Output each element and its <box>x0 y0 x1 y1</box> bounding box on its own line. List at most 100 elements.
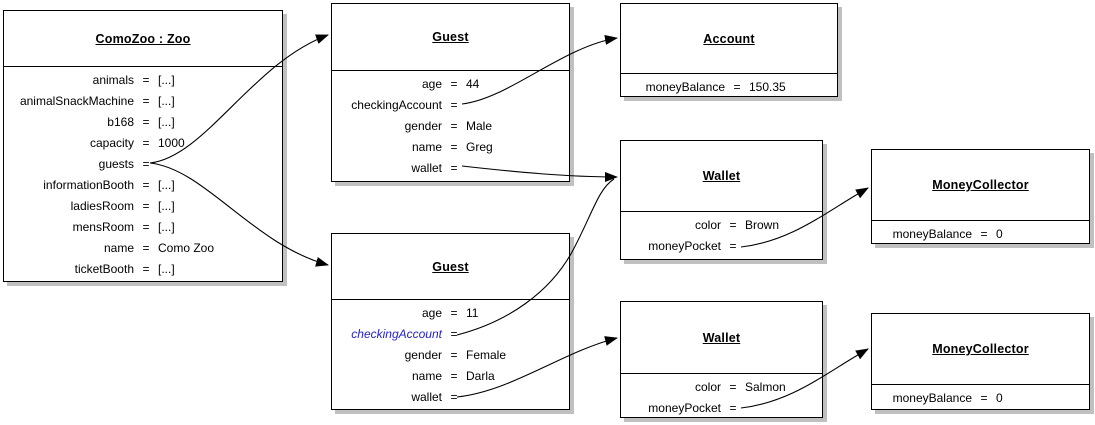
equals-sign: = <box>450 389 458 404</box>
object-title: MoneyCollector <box>872 314 1089 385</box>
object-box-account[interactable]: Account moneyBalance=150.35 <box>620 3 838 97</box>
field-row-gender: gender = Male <box>332 115 569 136</box>
equals-sign: = <box>142 114 150 129</box>
field-row-name: name = Darla <box>332 365 569 386</box>
field-list: moneyBalance = 0 <box>872 385 1089 408</box>
object-box-wallet-brown[interactable]: Wallet color=Brown moneyPocket = <box>620 140 823 260</box>
field-row-gender: gender = Female <box>332 344 569 365</box>
field-label: moneyPocket <box>648 400 721 415</box>
field-row-capacity: capacity=1000 <box>4 132 282 153</box>
field-label: ticketBooth <box>74 261 134 276</box>
field-label: moneyPocket <box>648 238 721 253</box>
equals-sign: = <box>142 240 150 255</box>
equals-sign: = <box>450 139 458 154</box>
field-row-name: name=Como Zoo <box>4 237 282 258</box>
field-list: moneyBalance=150.35 <box>621 74 837 97</box>
field-label: guests <box>98 156 134 171</box>
equals-sign: = <box>142 198 150 213</box>
equals-sign: = <box>450 76 458 91</box>
equals-sign: = <box>980 390 988 405</box>
field-value: Como Zoo <box>158 240 215 255</box>
field-row-checkingaccount-highlighted: checkingAccount = <box>332 323 569 344</box>
field-label: color <box>694 379 721 394</box>
field-list: age=44 checkingAccount= gender=Male name… <box>332 71 569 178</box>
field-label: mensRoom <box>72 219 134 234</box>
equals-sign: = <box>450 326 458 341</box>
equals-sign: = <box>450 97 458 112</box>
field-row-ticketbooth: ticketBooth = [...] <box>4 258 282 279</box>
object-title: MoneyCollector <box>872 150 1089 221</box>
field-label: capacity <box>89 135 134 150</box>
field-label: gender <box>404 347 442 362</box>
field-value: [...] <box>158 219 175 234</box>
object-title: Wallet <box>621 141 822 212</box>
field-value: 44 <box>466 76 480 91</box>
field-value: 0 <box>996 226 1003 241</box>
object-box-moneycollector-bottom[interactable]: MoneyCollector moneyBalance = 0 <box>871 313 1090 410</box>
field-list: moneyBalance=0 <box>872 221 1089 244</box>
object-box-guest-darla[interactable]: Guest age = 11 checkingAccount = gender = Fem… <box>331 233 570 410</box>
object-title: Guest <box>332 234 569 300</box>
field-label: name <box>411 368 442 383</box>
field-row-wallet: wallet= <box>332 386 569 407</box>
equals-sign: = <box>450 305 458 320</box>
equals-sign: = <box>729 400 737 415</box>
equals-sign: = <box>733 79 741 94</box>
equals-sign: = <box>142 219 150 234</box>
equals-sign: = <box>142 156 150 171</box>
equals-sign: = <box>729 379 737 394</box>
field-value: Brown <box>745 217 780 232</box>
object-box-wallet-salmon[interactable]: Wallet color=Salmon moneyPocket= <box>620 301 823 418</box>
object-title: Account <box>621 4 837 74</box>
field-label-highlighted: checkingAccount <box>351 326 442 341</box>
object-box-moneycollector-top[interactable]: MoneyCollector moneyBalance=0 <box>871 149 1090 244</box>
equals-sign: = <box>142 261 150 276</box>
field-row-moneybalance: moneyBalance = 0 <box>872 387 1089 408</box>
equals-sign: = <box>450 347 458 362</box>
field-row-moneybalance: moneyBalance=0 <box>872 223 1089 244</box>
field-row-mensroom: mensRoom = [...] <box>4 216 282 237</box>
field-row-wallet: wallet= <box>332 157 569 178</box>
field-value: 11 <box>466 305 479 320</box>
field-row-name: name = Greg <box>332 136 569 157</box>
field-label: name <box>411 139 442 154</box>
field-label: age <box>421 305 442 320</box>
field-row-age: age = 11 <box>332 302 569 323</box>
field-label: moneyBalance <box>645 79 725 94</box>
field-value: Greg <box>466 139 493 154</box>
field-label: moneyBalance <box>892 390 972 405</box>
field-row-b168: b168=[...] <box>4 111 282 132</box>
field-row-guests: guests = <box>4 153 282 174</box>
field-label: gender <box>404 118 442 133</box>
field-label: animalSnackMachine <box>19 93 134 108</box>
field-value: [...] <box>158 261 175 276</box>
field-label: b168 <box>107 114 134 129</box>
field-label: informationBooth <box>43 177 134 192</box>
field-value: Darla <box>466 368 495 383</box>
field-row-moneypocket: moneyPocket = <box>621 397 822 418</box>
field-list: color=Brown moneyPocket = <box>621 212 822 256</box>
equals-sign: = <box>729 238 737 253</box>
field-label: color <box>694 217 721 232</box>
field-value: [...] <box>158 72 175 87</box>
object-title: ComoZoo : Zoo <box>4 11 282 67</box>
field-value: 1000 <box>158 135 185 150</box>
field-row-color: color=Brown <box>621 214 822 235</box>
object-box-guest-greg[interactable]: Guest age=44 checkingAccount= gender=Mal… <box>331 3 570 182</box>
field-row-moneybalance: moneyBalance=150.35 <box>621 76 837 97</box>
field-value: [...] <box>158 177 175 192</box>
field-row-color: color=Salmon <box>621 376 822 397</box>
field-value: [...] <box>158 93 175 108</box>
equals-sign: = <box>450 118 458 133</box>
equals-sign: = <box>142 177 150 192</box>
object-box-comozoo[interactable]: ComoZoo : Zoo animals=[...] animalSnackM… <box>3 10 283 282</box>
field-value: Male <box>466 118 493 133</box>
field-value: Female <box>466 347 507 362</box>
field-value: 0 <box>996 390 1003 405</box>
equals-sign: = <box>142 72 150 87</box>
equals-sign: = <box>142 93 150 108</box>
equals-sign: = <box>450 160 458 175</box>
equals-sign: = <box>450 368 458 383</box>
field-row-animalsnackmachine: animalSnackMachine = [...] <box>4 90 282 111</box>
